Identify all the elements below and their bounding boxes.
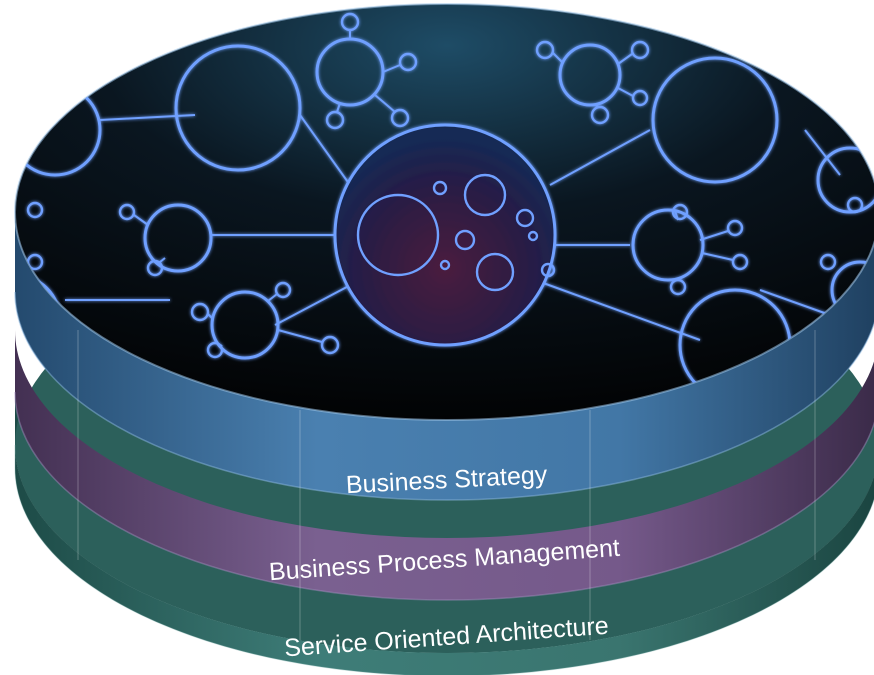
band-seams: [77, 330, 816, 640]
layer-bpm: [14, 330, 874, 601]
layer-business-strategy: [14, 212, 874, 501]
hub-node: [333, 123, 557, 347]
top-surface: [14, 3, 874, 421]
network-graph: [15, 12, 874, 402]
